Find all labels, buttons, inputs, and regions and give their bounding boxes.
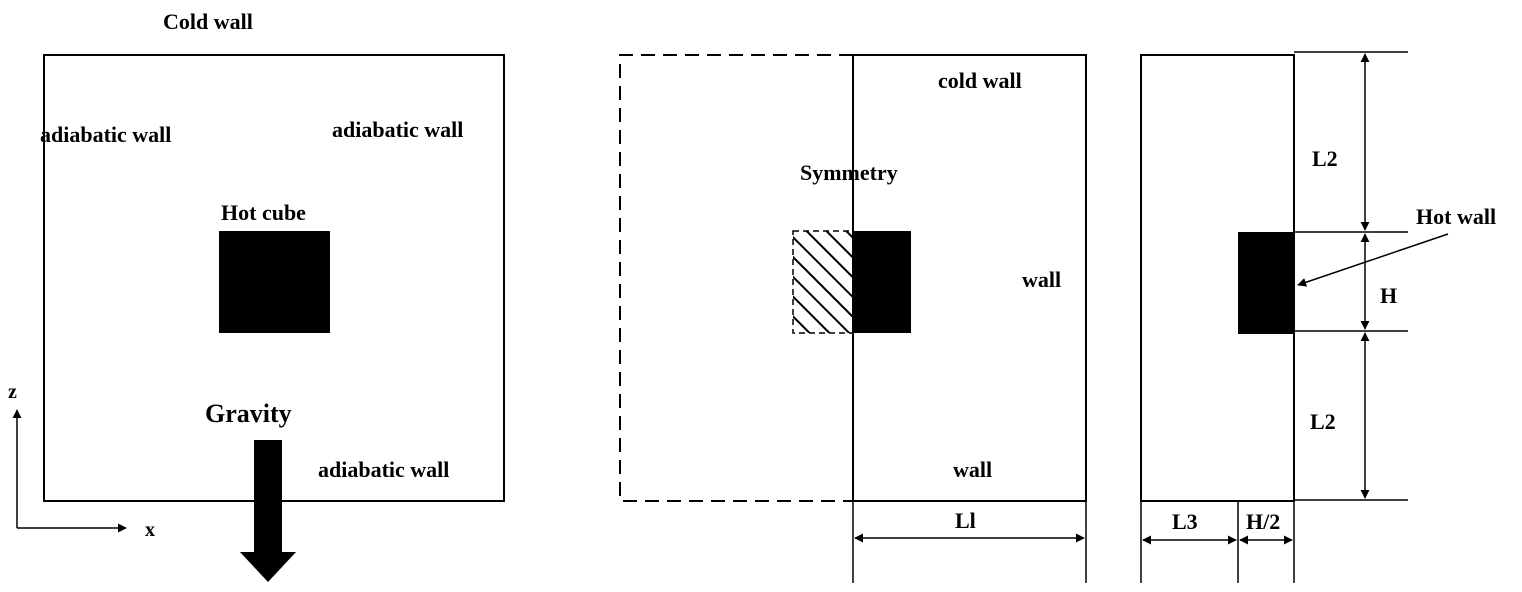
right-panel: L2 H L2 Hot wall L3 H/2 — [1140, 51, 1496, 583]
wall-bottom-label: wall — [953, 457, 992, 482]
left-panel: Cold wall adiabatic wall adiabatic wall … — [8, 9, 505, 582]
wall-right-label: wall — [1022, 267, 1061, 292]
hot-wall-leader — [1297, 233, 1449, 287]
adiabatic-wall-bottom-label: adiabatic wall — [318, 457, 449, 482]
half-hot-cube — [853, 231, 911, 333]
gravity-arrow — [240, 440, 296, 582]
hot-cube-label: Hot cube — [221, 200, 306, 225]
h-half-label: H/2 — [1246, 509, 1280, 534]
adiabatic-wall-left-label: adiabatic wall — [40, 122, 171, 147]
hot-wall-block — [1238, 232, 1294, 334]
hot-cube-block — [219, 231, 330, 333]
l2-top-label: L2 — [1312, 146, 1338, 171]
gravity-label: Gravity — [205, 399, 292, 428]
cold-wall-label: Cold wall — [163, 9, 253, 34]
x-axis-label: x — [145, 519, 155, 541]
hot-wall-label: Hot wall — [1416, 204, 1496, 229]
cold-wall-label: cold wall — [938, 68, 1022, 93]
adiabatic-wall-right-label: adiabatic wall — [332, 117, 463, 142]
middle-panel: cold wall Symmetry wall wall Ll — [619, 54, 1087, 583]
z-axis-label: z — [8, 381, 17, 403]
h-label: H — [1380, 283, 1397, 308]
symmetry-label: Symmetry — [800, 160, 898, 185]
l3-label: L3 — [1172, 509, 1198, 534]
mirrored-domain-dashed — [619, 54, 853, 502]
l2-bottom-label: L2 — [1310, 409, 1336, 434]
mirrored-half-cube-hatched — [792, 230, 854, 334]
l1-label: Ll — [955, 508, 976, 533]
